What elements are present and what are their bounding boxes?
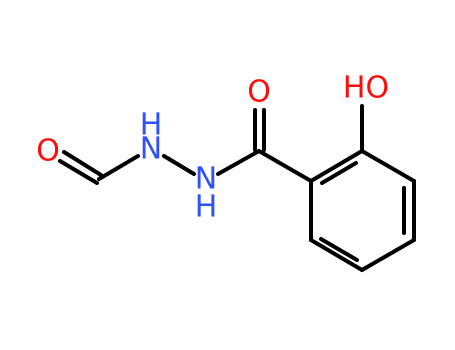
bond-n-n: [162, 154, 196, 176]
atom-label-o-formyl: O: [36, 134, 60, 169]
atom-label-o-amide: O: [247, 75, 271, 110]
atom-label-hydroxyl: HO: [343, 71, 389, 106]
ring-bond-4: [360, 238, 416, 272]
ring-bond-2: [360, 149, 416, 183]
atom-label-h-upper: H: [140, 108, 163, 143]
bond-formyl-c-o-2: [58, 159, 99, 185]
bond-amide-c-ring: [257, 149, 313, 183]
bond-n-amide-c: [216, 149, 261, 176]
atom-label-n-lower: N: [195, 162, 217, 197]
ring-inner-bond-1: [320, 161, 358, 185]
bond-formyl-c-o-1: [62, 150, 103, 177]
bond-formyl-c-n: [97, 154, 140, 181]
atom-label-h-lower: H: [195, 190, 218, 225]
ring-inner-bond-3: [319, 237, 359, 262]
ring-bond-5: [309, 238, 364, 272]
ring-bond-1: [309, 149, 364, 183]
atom-label-n-upper: N: [140, 132, 162, 167]
